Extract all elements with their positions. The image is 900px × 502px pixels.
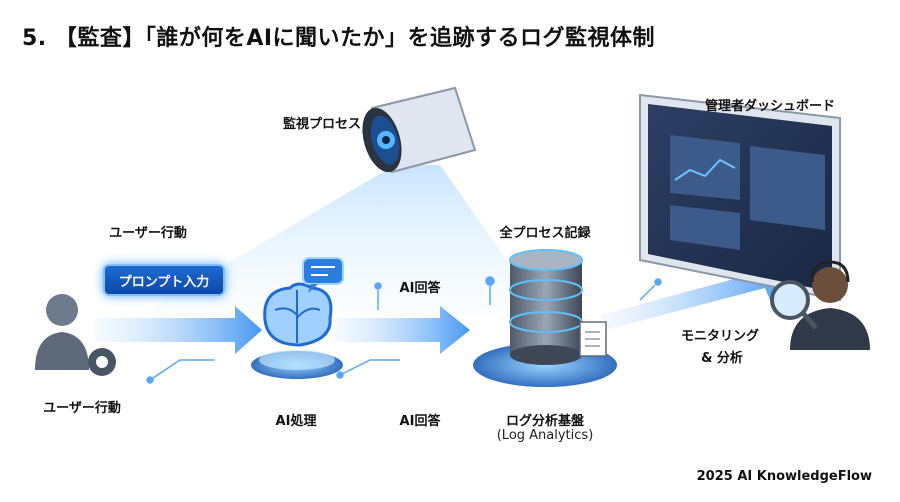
label-log-platform-sub: (Log Analytics) — [496, 428, 594, 443]
camera-eye-icon — [362, 86, 477, 174]
flow-user-to-ai — [95, 306, 262, 354]
prompt-input-badge: プロンプト入力 — [103, 264, 225, 296]
label-monitor-process: 監視プロセス — [282, 117, 362, 132]
label-analysis: & 分析 — [701, 351, 743, 366]
circuit-lines — [146, 276, 662, 384]
label-admin-dashboard: 管理者ダッシュボード — [704, 99, 836, 114]
dashboard-screen-icon — [639, 93, 841, 302]
footer-credit: 2025 AI KnowledgeFlow — [696, 469, 872, 484]
label-monitoring: モニタリング — [680, 329, 760, 344]
chat-bubble-icon — [302, 257, 344, 293]
page-title: 5. 【監査】「誰が何をAIに聞いたか」を追跡するログ監視体制 — [22, 26, 656, 51]
user-gear-icon — [35, 294, 116, 376]
label-ai-answer-bottom: AI回答 — [399, 414, 441, 429]
label-log-platform: ログ分析基盤 — [505, 414, 585, 429]
flow-ai-to-log — [335, 306, 470, 354]
brain-chip-icon — [251, 282, 343, 379]
label-user-action-bottom: ユーザー行動 — [43, 401, 121, 416]
document-icon — [579, 321, 607, 357]
magnifier-icon — [770, 280, 818, 330]
monitoring-beam — [140, 165, 545, 315]
label-ai-processing: AI処理 — [275, 414, 317, 429]
label-all-process-record: 全プロセス記録 — [499, 226, 591, 241]
label-user-action-top: ユーザー行動 — [109, 226, 187, 241]
label-ai-answer-top: AI回答 — [399, 281, 441, 296]
